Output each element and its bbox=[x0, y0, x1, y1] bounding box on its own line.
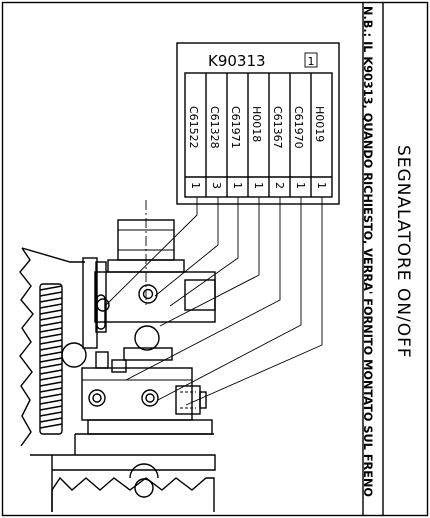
kit-index-box bbox=[304, 52, 318, 68]
part-qty-7: 1 bbox=[315, 182, 328, 189]
part-qty-3: 1 bbox=[231, 182, 244, 189]
part-code-7: H0019 bbox=[313, 106, 326, 142]
brake-assembly-drawing bbox=[19, 200, 216, 512]
part-qty-1: 1 bbox=[189, 182, 202, 189]
assembly-note: N.B.: IL K90313, QUANDO RICHIESTO, VERRA… bbox=[361, 6, 374, 497]
drawing-title: SEGNALATORE ON/OFF bbox=[393, 145, 413, 359]
part-code-4: H0018 bbox=[250, 106, 263, 142]
part-code-6: C61970 bbox=[292, 106, 305, 149]
part-qty-5: 2 bbox=[273, 182, 286, 189]
part-qty-4: 1 bbox=[252, 182, 265, 189]
kit-index: 1 bbox=[308, 55, 315, 68]
part-qty-2: 3 bbox=[210, 182, 223, 189]
part-code-5: C61367 bbox=[271, 106, 284, 149]
part-code-2: C61328 bbox=[208, 106, 221, 149]
leader-lines bbox=[105, 197, 323, 406]
kit-code: K90313 bbox=[208, 52, 266, 70]
part-code-1: C61522 bbox=[187, 106, 200, 149]
kit-parts-table: K90313 1 C61522 C61328 C61971 H0018 C613… bbox=[176, 42, 340, 205]
part-qty-6: 1 bbox=[294, 182, 307, 189]
part-code-3: C61971 bbox=[229, 106, 242, 149]
